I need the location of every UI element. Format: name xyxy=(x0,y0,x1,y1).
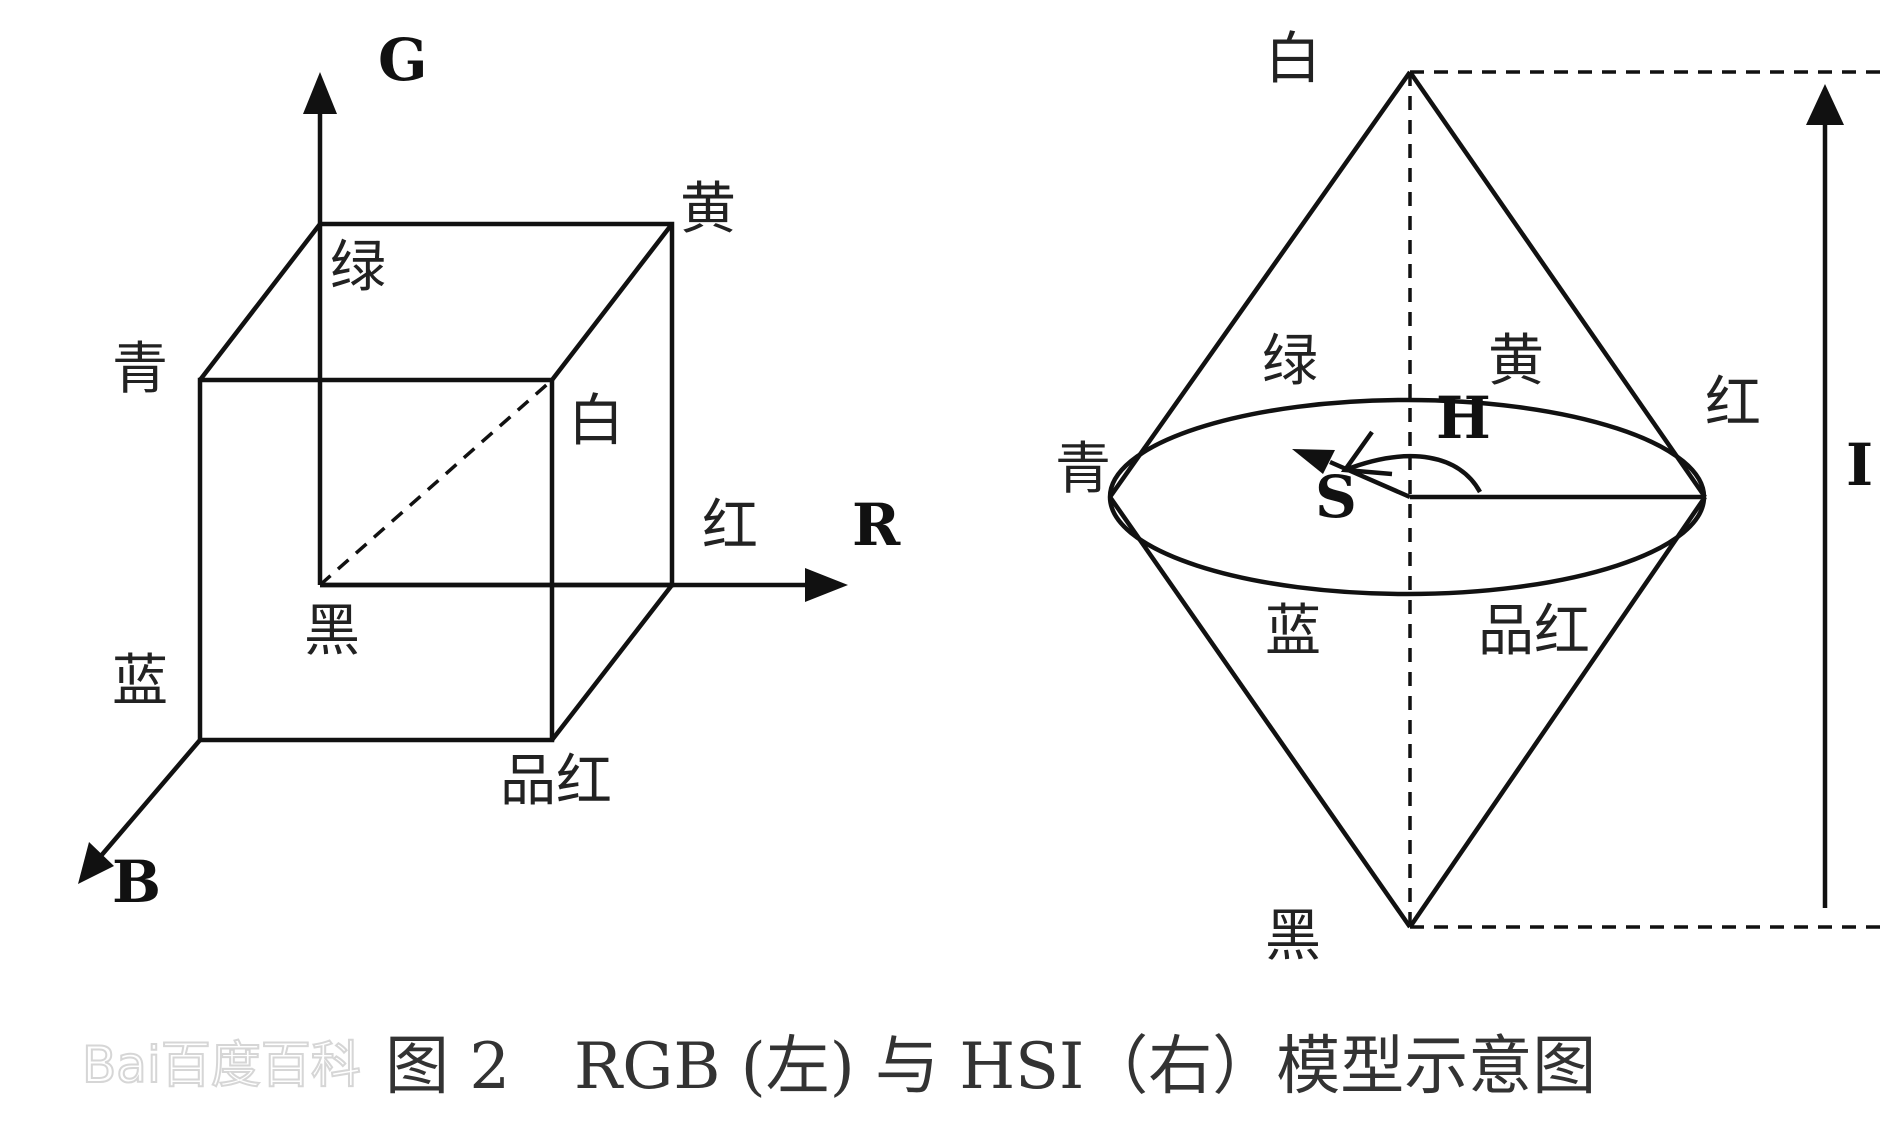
hsi-red: 红 xyxy=(1705,371,1761,436)
figure-caption: 图 2 RGB (左) 与 HSI（右）模型示意图 xyxy=(385,1030,1596,1104)
g-axis-label: G xyxy=(378,26,428,94)
upper-cone-left xyxy=(1108,70,1412,499)
r-axis-label: R xyxy=(852,491,901,559)
gray-diagonal xyxy=(318,378,554,587)
vertex-white: 白 xyxy=(568,389,624,454)
r-axis-arrowhead xyxy=(805,568,848,602)
hsi-black: 黑 xyxy=(1265,904,1321,969)
hsi-model: 白 黑 绿 黄 红 青 蓝 品红 H S I xyxy=(1055,27,1880,969)
vertex-blue: 蓝 xyxy=(112,649,168,714)
saturation-arrowhead xyxy=(1292,449,1335,474)
vertex-magenta: 品红 xyxy=(500,749,612,814)
saturation-vector xyxy=(1329,459,1411,500)
upper-cone-right xyxy=(1408,70,1707,499)
hsi-green: 绿 xyxy=(1262,329,1318,394)
watermark-logo: Bai百度百科 xyxy=(82,1036,361,1094)
hsi-yellow: 黄 xyxy=(1488,329,1544,394)
hsi-white: 白 xyxy=(1265,27,1321,92)
saturation-label: S xyxy=(1315,463,1357,531)
rgb-cube: G R B 绿 黄 青 白 红 黑 蓝 品红 xyxy=(78,26,901,916)
lower-cone-left xyxy=(1108,495,1412,929)
cube-edge-red-magenta xyxy=(550,583,674,742)
hue-arc xyxy=(1344,453,1482,494)
vertex-green: 绿 xyxy=(330,235,386,300)
lower-cone-right xyxy=(1408,495,1707,929)
intensity-label: I xyxy=(1846,431,1873,499)
cube-edge-yellow-white xyxy=(550,222,674,382)
intensity-axis-arrowhead xyxy=(1806,84,1844,125)
cube-edge-green-cyan xyxy=(198,222,322,382)
b-axis-label: B xyxy=(112,848,161,916)
hsi-blue: 蓝 xyxy=(1265,599,1321,664)
hsi-magenta: 品红 xyxy=(1478,599,1590,664)
vertex-red: 红 xyxy=(702,494,758,559)
cube-front-face xyxy=(197,377,555,743)
vertex-yellow: 黄 xyxy=(680,177,736,242)
b-axis xyxy=(98,738,202,859)
hsi-cyan: 青 xyxy=(1055,437,1111,502)
hue-label: H xyxy=(1436,384,1491,452)
g-axis-arrowhead xyxy=(303,72,337,114)
vertex-cyan: 青 xyxy=(112,337,168,402)
b-axis-arrowhead xyxy=(78,842,114,884)
hue-arc-arrowhead xyxy=(1340,430,1393,477)
vertex-black: 黑 xyxy=(304,599,360,664)
